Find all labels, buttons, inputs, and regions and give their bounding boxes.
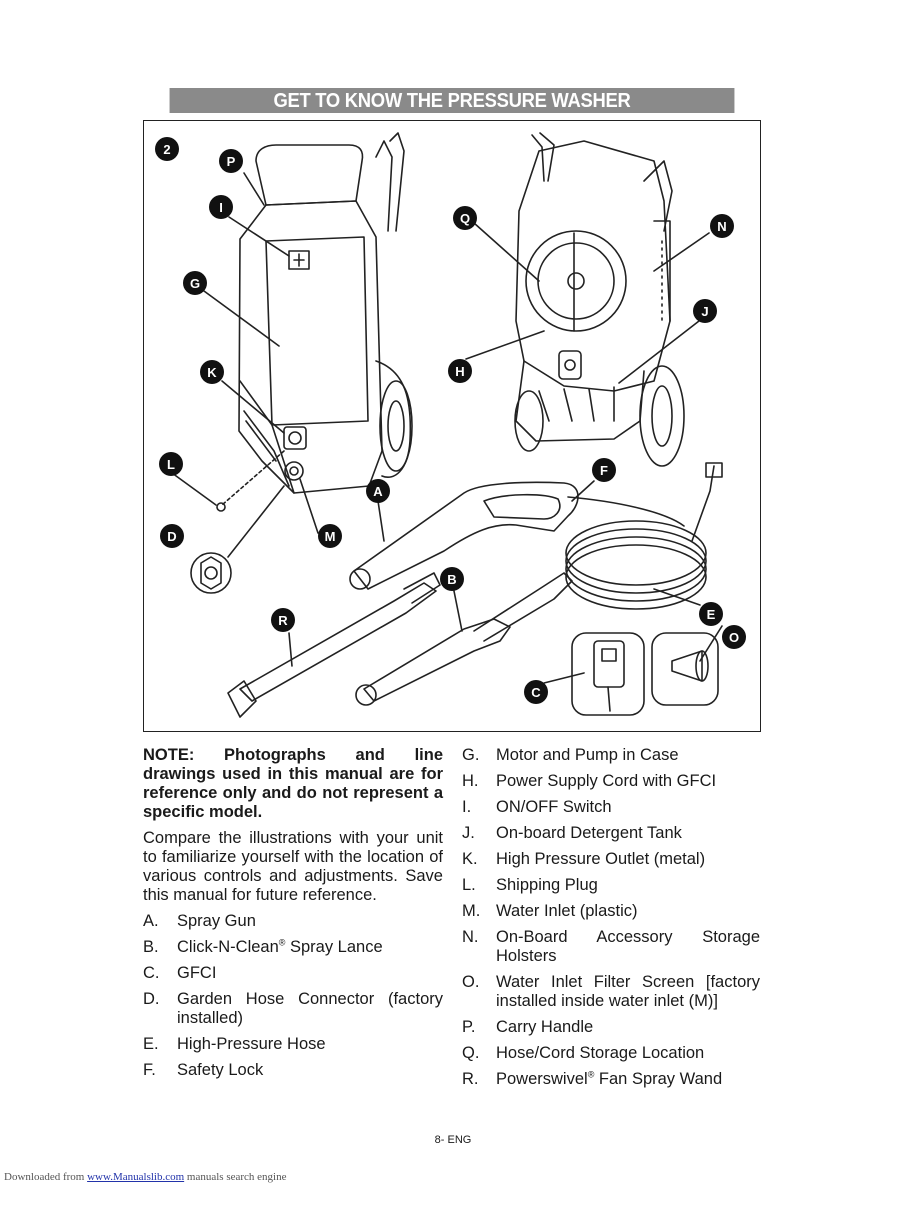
callout-label: E bbox=[707, 607, 716, 622]
callout-label: P bbox=[227, 154, 236, 169]
part-item: A.Spray Gun bbox=[143, 912, 256, 930]
callout-label: G bbox=[190, 276, 200, 291]
callout-label: R bbox=[278, 613, 288, 628]
part-item: N.On-Board Accessory Storage Holsters bbox=[462, 928, 760, 965]
part-item: O.Water Inlet Filter Screen [factory ins… bbox=[462, 973, 760, 1010]
right-column: G.Motor and Pump in Case H.Power Supply … bbox=[462, 746, 760, 1096]
callout-label: H bbox=[455, 364, 464, 379]
part-item: Q.Hose/Cord Storage Location bbox=[462, 1044, 705, 1062]
left-column: NOTE: Photographs and line drawings used… bbox=[143, 746, 443, 1087]
callout-label: D bbox=[167, 529, 176, 544]
figure-number: 2 bbox=[163, 142, 170, 157]
part-item: P.Carry Handle bbox=[462, 1018, 594, 1036]
manualslib-link[interactable]: www.Manualslib.com bbox=[87, 1171, 185, 1183]
part-item: G.Motor and Pump in Case bbox=[462, 746, 679, 764]
part-item: R.Powerswivel® Fan Spray Wand bbox=[462, 1069, 723, 1088]
part-item: C.GFCI bbox=[143, 964, 217, 982]
parts-figure: 2 P I G K L D M A Q N J H F B R E O C bbox=[143, 120, 761, 732]
callout-label: I bbox=[219, 200, 223, 215]
part-item: J.On-board Detergent Tank bbox=[462, 824, 682, 842]
callout-label: N bbox=[717, 219, 726, 234]
part-item: I.ON/OFF Switch bbox=[462, 798, 612, 816]
part-item: L.Shipping Plug bbox=[462, 876, 598, 894]
part-item: B.Click-N-Clean® Spray Lance bbox=[143, 937, 383, 956]
callout-label: M bbox=[325, 529, 336, 544]
callout-label: L bbox=[167, 457, 175, 472]
part-item: F.Safety Lock bbox=[143, 1061, 264, 1079]
page-number: 8- ENG bbox=[434, 1134, 472, 1146]
note-text: NOTE: Photographs and line drawings used… bbox=[143, 746, 443, 821]
callout-label: Q bbox=[460, 211, 470, 226]
page-title: GET TO KNOW THE PRESSURE WASHER bbox=[169, 88, 735, 113]
callout-label: C bbox=[531, 685, 541, 700]
pressure-washer-illustration: 2 P I G K L D M A Q N J H F B R E O C bbox=[155, 132, 746, 718]
intro-text: Compare the illustrations with your unit… bbox=[143, 829, 443, 904]
callout-label: J bbox=[701, 304, 708, 319]
callout-badges: 2 P I G K L D M A Q N J H F B R E O C bbox=[155, 137, 746, 704]
download-footer: Downloaded from www.Manualslib.com manua… bbox=[4, 1171, 287, 1183]
callout-label: F bbox=[600, 463, 608, 478]
callout-label: A bbox=[373, 484, 383, 499]
part-item: E.High-Pressure Hose bbox=[143, 1035, 326, 1053]
part-item: K.High Pressure Outlet (metal) bbox=[462, 850, 706, 868]
part-item: D.Garden Hose Connector (factory install… bbox=[143, 990, 443, 1027]
part-item: H.Power Supply Cord with GFCI bbox=[462, 772, 717, 790]
callout-label: K bbox=[207, 365, 217, 380]
callout-label: O bbox=[729, 630, 739, 645]
callout-label: B bbox=[447, 572, 456, 587]
part-item: M.Water Inlet (plastic) bbox=[462, 902, 638, 920]
